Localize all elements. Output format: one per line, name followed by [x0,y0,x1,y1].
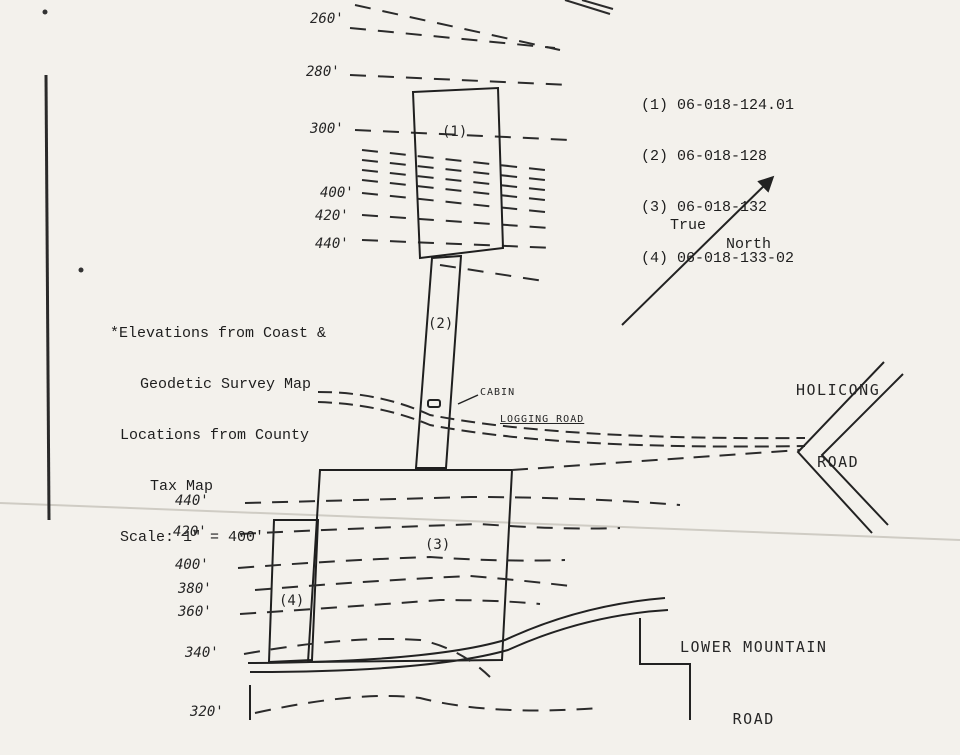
contour-line [361,239,556,249]
holicong-road-label-line: HOLICONG [796,381,881,399]
elevation-label: 340' [185,645,219,661]
elevation-label: 360' [178,604,212,620]
legend-id: 06-018-133-02 [677,250,795,267]
contour-line [254,574,571,591]
legend-id: 06-018-128 [677,148,768,165]
contour-line [239,522,621,535]
map-notes: *Elevations from Coast & Geodetic Survey… [110,291,326,563]
elevation-label: 260' [310,11,344,27]
left-margin-mark [44,74,51,521]
parcel-label-4: (4) [279,593,305,609]
lot-boundary-lower-right [249,618,691,720]
contour-line [354,129,571,141]
parcel-3-boundary [306,469,514,664]
elevation-label: 400' [320,185,354,201]
elevation-label: 420' [173,524,207,540]
legend-num: (3) [641,199,669,216]
contour-line [354,4,561,51]
top-right-hatching [564,0,614,15]
contour-line [361,149,546,171]
true-north-label-2: North [726,236,772,253]
lower-mountain-road-label-line: LOWER MOUNTAIN [680,638,828,656]
contour-line [239,598,541,615]
holicong-road-label-line: ROAD [817,453,860,471]
contour-line [237,555,566,569]
parcel-1-boundary [411,86,505,260]
elevation-label: 380' [178,581,212,597]
true-north-arrow [621,175,775,326]
upper-contours [349,4,571,283]
contour-line [349,27,556,49]
legend-num: (4) [641,250,669,267]
cabin-marker [427,399,441,408]
legend-row: (2) 06-018-128 [641,148,794,165]
access-road-dashed [511,449,801,471]
legend-row: (1) 06-018-124.01 [641,97,794,114]
legend-row: (3) 06-018-132 [641,199,794,216]
contour-line [244,495,681,506]
legend-id: 06-018-124.01 [677,97,795,114]
contour-line [361,214,551,229]
contour-line [361,192,546,213]
parcel-id-legend: (1) 06-018-124.01 (2) 06-018-128 (3) 06-… [641,63,794,284]
elevation-label: 300' [310,121,344,137]
elevation-label: 420' [315,208,349,224]
true-north-label-1: True [670,217,707,234]
contour-line [361,179,546,201]
elevation-label: 400' [175,557,209,573]
holicong-road [796,361,904,534]
parcel-2-boundary [414,254,463,469]
parcel-label-1: (1) [442,124,468,140]
contour-line [243,637,491,678]
margin-dot [78,267,84,273]
legend-row: (4) 06-018-133-02 [641,250,794,267]
contour-line [349,74,571,86]
legend-num: (1) [641,97,669,114]
lower-mountain-road-label-line: ROAD [732,710,775,728]
lower-contours [237,495,681,714]
holicong-road-label: HOLICONG ROAD [796,330,880,498]
cabin-label: CABIN [480,387,516,398]
contour-line [439,264,551,283]
legend-id: 06-018-132 [677,199,768,216]
cabin-pointer-arrow [457,394,479,405]
note-line: *Elevations from Coast & [110,325,327,342]
tax-map-sketch [0,0,960,720]
margin-dot [42,9,48,15]
paper-fold-line [0,502,960,541]
elevation-label: 440' [175,493,209,509]
parcel-label-3: (3) [425,537,451,553]
logging-road-label: LOGGING ROAD [500,414,585,425]
contour-line [254,694,601,714]
note-line: Tax Map [150,478,214,495]
elevation-label: 280' [306,64,340,80]
elevation-label: 320' [190,704,224,720]
legend-num: (2) [641,148,669,165]
elevation-label: 440' [315,236,349,252]
logging-road [317,391,806,448]
parcel-4-boundary [267,519,320,664]
note-line: Scale: 1" = 400' [120,529,265,546]
note-line: Locations from County [120,427,310,444]
parcel-label-2: (2) [428,316,454,332]
contour-line [361,159,546,181]
lower-mountain-road-label: LOWER MOUNTAIN ROAD [680,587,827,755]
contour-line [361,169,546,191]
note-line: Geodetic Survey Map [140,376,312,393]
lower-mountain-road [247,597,669,673]
